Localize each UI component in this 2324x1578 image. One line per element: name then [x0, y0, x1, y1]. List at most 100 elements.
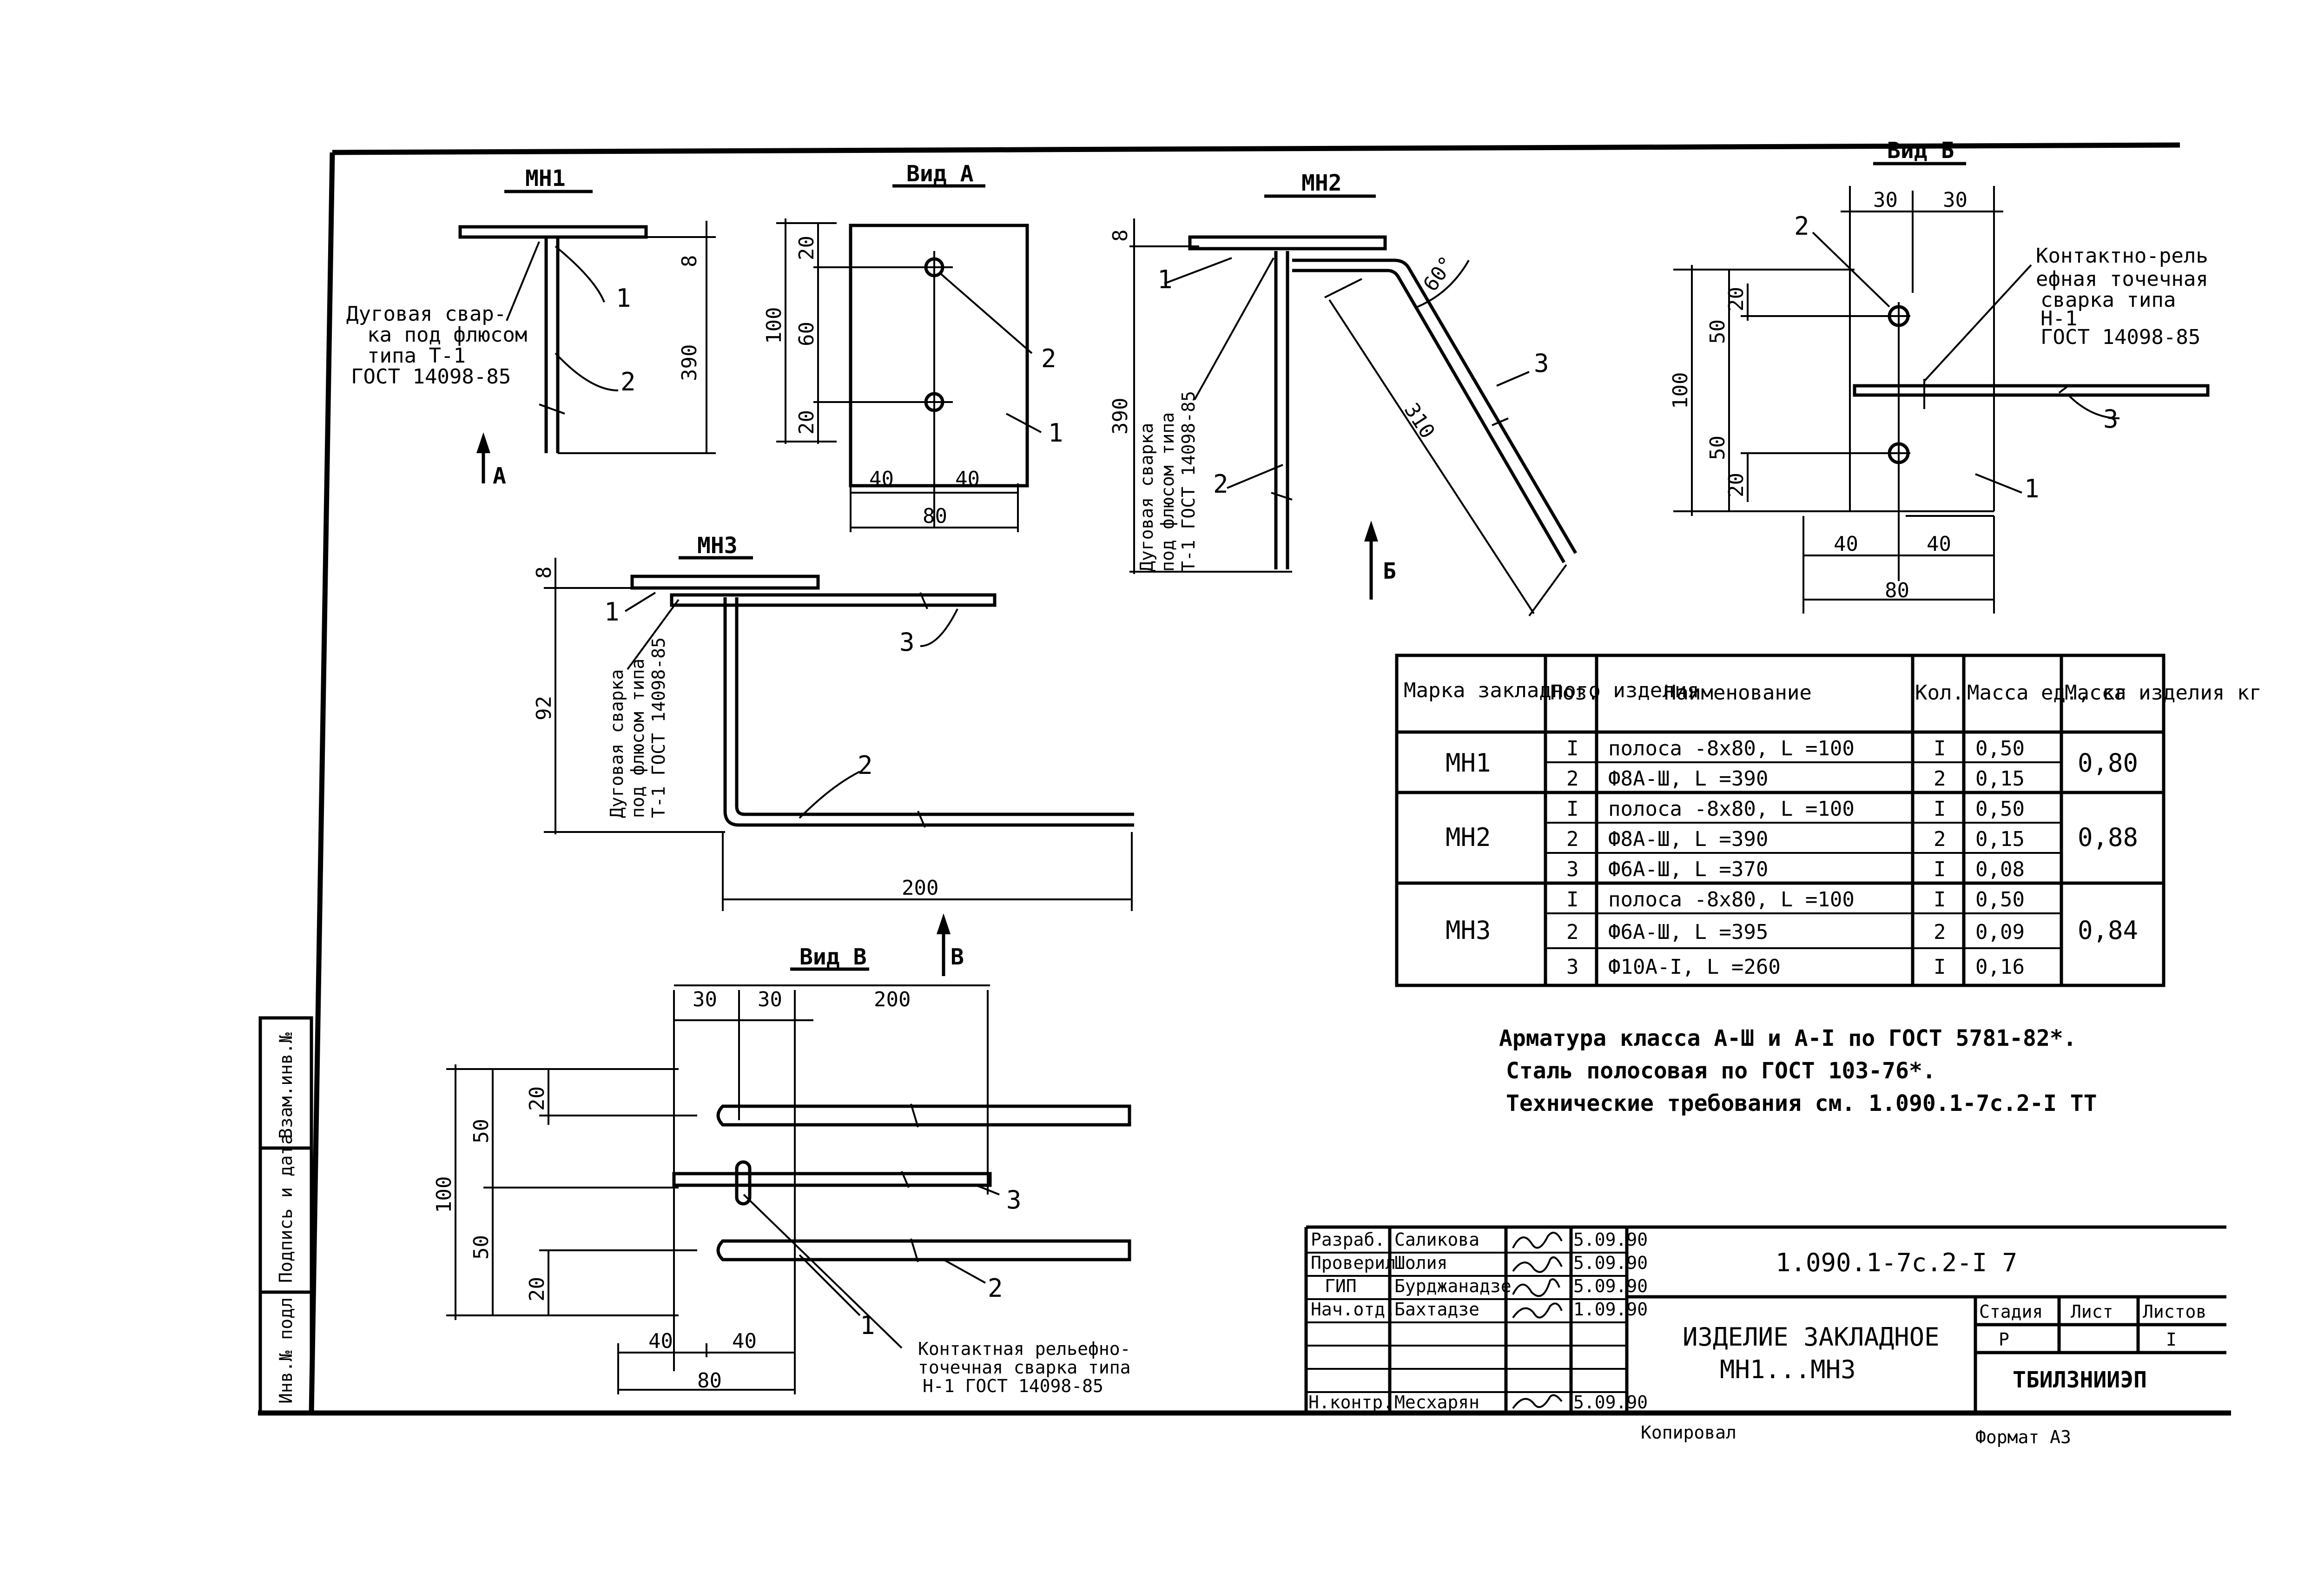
vb-dim-20b: 20 [1724, 473, 1748, 497]
tb-name-dept-head: Бахтадзе [1394, 1299, 1479, 1320]
table-cell: 2 [1934, 827, 1946, 851]
tb-name-chief-engineer: Бурджанадзе [1394, 1276, 1512, 1296]
tb-role-norm-control: Н.контр. [1308, 1392, 1393, 1413]
note-spec-2: Сталь полосовая по ГОСТ 103-76*. [1506, 1058, 1936, 1084]
table-cell: 0,16 [1975, 955, 2025, 979]
vv-dim-20a: 20 [525, 1086, 549, 1111]
side-stamp-sign: Подпись и дата [276, 1134, 296, 1283]
mn1-pos-2: 2 [621, 367, 636, 396]
tb-role-checker: Проверил [1311, 1253, 1396, 1273]
mn2-dim-8: 8 [1109, 230, 1132, 242]
mn3-weld-note-2: под флюсом типа [627, 659, 648, 818]
mn1-weld-note-1: Дуговая свар- [346, 302, 506, 326]
view-b-title: Вид Б [1887, 138, 1954, 164]
signature-5 [1512, 1394, 1563, 1409]
tb-role-chief-engineer: ГИП [1325, 1276, 1357, 1296]
vv-dim-20b: 20 [525, 1277, 549, 1301]
vv-dim-200: 200 [874, 988, 911, 1011]
mn3-title: МН3 [697, 533, 738, 559]
vb-contact-note-1: Контактно-рель [2036, 244, 2208, 268]
tb-name-norm-control: Месхарян [1394, 1392, 1479, 1413]
vv-dim-50a: 50 [469, 1119, 493, 1143]
mn3-dim-200: 200 [902, 876, 938, 900]
table-cell: полоса -8х80, L =100 [1608, 797, 1855, 821]
title-block: Разраб. Проверил ГИП Нач.отд. Н.контр. С… [1304, 1225, 2226, 1413]
tb-sheets-header: Листов [2143, 1301, 2206, 1322]
vb-pos-3: 3 [2103, 404, 2119, 434]
table-cell: 3 [1566, 955, 1579, 979]
table-mass-mn3: 0,84 [2078, 916, 2138, 945]
footer-copied: Копировал [1641, 1422, 1736, 1443]
table-cell: полоса -8х80, L =100 [1608, 737, 1855, 760]
table-mark-mn2: МН2 [1446, 823, 1491, 852]
mn3-pos-2: 2 [858, 751, 873, 780]
vv-contact-note-2: точечная сварка типа [918, 1357, 1131, 1378]
vv-pos-3: 3 [1006, 1185, 1022, 1215]
va-dim-40b: 40 [955, 467, 980, 491]
mn1-weld-note-3: типа Т-1 [367, 344, 466, 368]
va-dim-80: 80 [923, 504, 947, 528]
table-cell: I [1934, 858, 1946, 881]
signature-2 [1512, 1256, 1563, 1273]
table-cell: 2 [1566, 767, 1579, 791]
mn2-pos-1: 1 [1157, 265, 1173, 294]
table-cell: полоса -8х80, L =100 [1608, 888, 1855, 911]
mn3-pos-3: 3 [899, 627, 915, 657]
vv-contact-note-3: Н-1 ГОСТ 14098-85 [923, 1376, 1103, 1396]
side-stamp-replace: Взам.инв.№ [276, 1032, 296, 1139]
vv-pos-2: 2 [988, 1274, 1003, 1303]
table-header-pos: Поз. [1550, 681, 1599, 705]
tb-date-2: 5.09.90 [1573, 1253, 1648, 1273]
tb-stage-header: Стадия [1979, 1301, 2043, 1322]
mn2-dim-310: 310 [1400, 399, 1439, 442]
side-stamp-inv: Инв.№ подл. [276, 1287, 296, 1404]
mn2-dim-390: 390 [1109, 398, 1132, 435]
table-mass-mn2: 0,88 [2078, 823, 2138, 852]
mn3-dim-8: 8 [532, 567, 556, 579]
mn3-arrow-v: В [951, 944, 964, 970]
table-cell: 0,15 [1975, 767, 2025, 791]
mn1-weld-note-2: ка под флюсом [367, 323, 527, 347]
mn1-pos-1: 1 [616, 284, 631, 313]
mn1-title: МН1 [525, 165, 566, 191]
table-cell: Ф6А-Ш, L =395 [1608, 920, 1768, 944]
table-cell: I [1934, 797, 1946, 821]
mn3-dim-92: 92 [532, 696, 556, 720]
tb-sheet-header: Лист [2071, 1301, 2113, 1322]
vb-dim-30a: 30 [1873, 188, 1898, 212]
vb-dim-20a: 20 [1724, 287, 1748, 311]
signature-4 [1512, 1302, 1563, 1319]
footer-format: Формат А3 [1975, 1427, 2071, 1447]
vv-contact-note-1: Контактная рельефно- [918, 1339, 1131, 1359]
vb-dim-50b: 50 [1706, 436, 1730, 460]
mn2-title: МН2 [1301, 170, 1342, 196]
note-spec-1: Арматура класса А-Ш и А-I по ГОСТ 5781-8… [1499, 1025, 2077, 1051]
view-mn2: МН2 8 390 310 60° 3 1 2 Дуговая сварка п… [1109, 170, 1578, 617]
table-mass-mn1: 0,80 [2078, 748, 2138, 778]
tb-name-checker: Шолия [1394, 1253, 1447, 1273]
tb-date-3: 5.09.90 [1573, 1276, 1648, 1296]
table-header-name: Наименование [1664, 681, 1812, 705]
sheet-footer: Копировал Формат А3 [1641, 1422, 2071, 1447]
side-stamp: Инв.№ подл. Подпись и дата Взам.инв.№ [258, 1016, 313, 1415]
table-cell: Ф6А-Ш, L =370 [1608, 858, 1768, 881]
tb-date-1: 5.09.90 [1573, 1229, 1648, 1250]
table-cell: 3 [1566, 858, 1579, 881]
table-cell: 2 [1934, 767, 1946, 791]
mn2-weld-note-1: Дуговая сварка [1136, 423, 1157, 572]
tb-date-4: 1.09.90 [1573, 1299, 1648, 1320]
tb-role-dept-head: Нач.отд. [1311, 1299, 1396, 1320]
table-cell: 2 [1566, 827, 1579, 851]
mn2-weld-note-2: под флюсом типа [1157, 412, 1178, 572]
vb-dim-40b: 40 [1927, 532, 1951, 556]
table-mark-mn1: МН1 [1446, 748, 1491, 778]
va-dim-60: 60 [795, 322, 819, 346]
mn2-weld-note-3: Т-1 ГОСТ 14098-85 [1178, 391, 1199, 572]
tb-document-code: 1.090.1-7с.2-I 7 [1776, 1248, 2017, 1277]
mn1-arrow-a: А [493, 463, 506, 489]
tb-stage-value: Р [1999, 1329, 2009, 1350]
tb-name-developer: Саликова [1394, 1229, 1479, 1250]
table-cell: I [1934, 888, 1946, 911]
table-cell: I [1566, 888, 1579, 911]
table-cell: Ф8А-Ш, L =390 [1608, 767, 1768, 791]
